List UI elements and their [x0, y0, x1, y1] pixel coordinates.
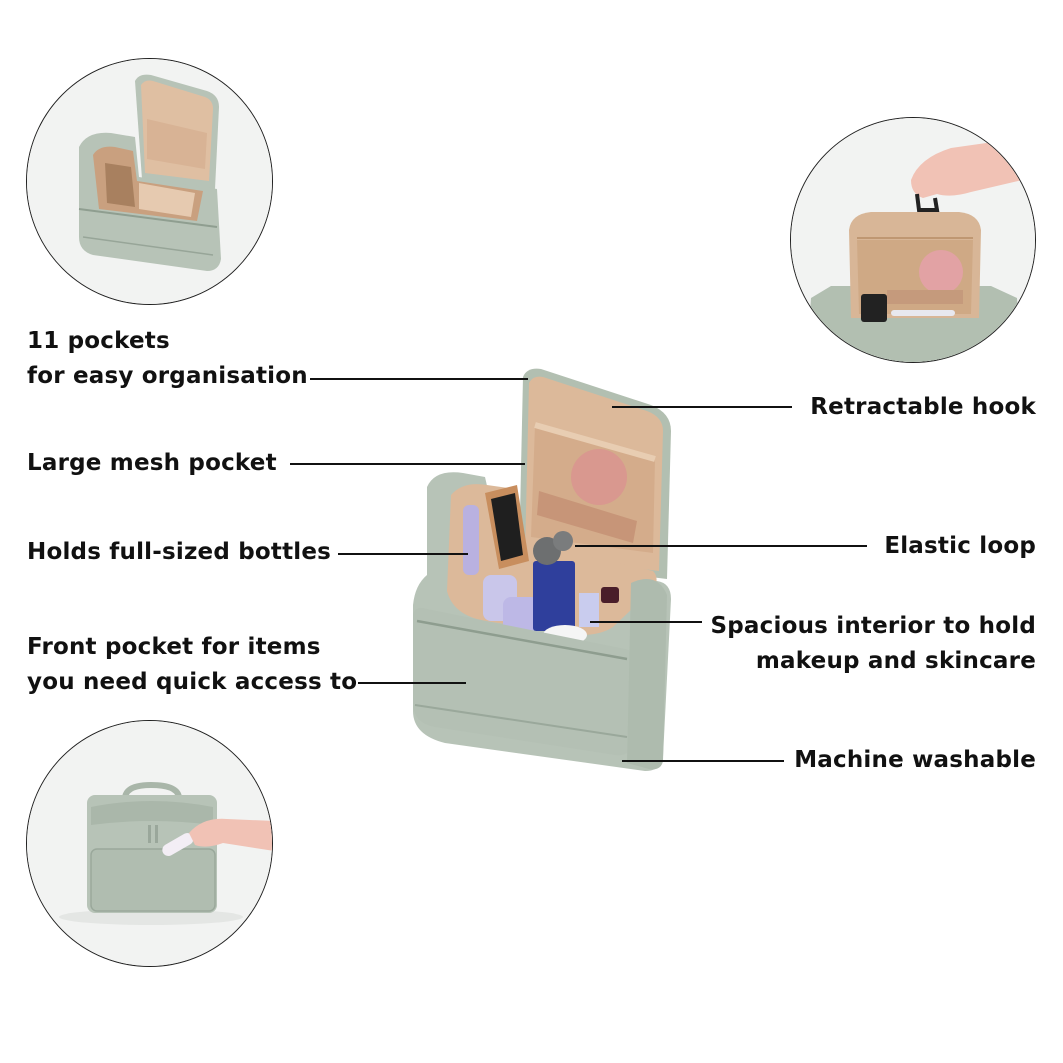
callout-pockets-line2: for easy organisation [27, 363, 308, 389]
callout-hook-text: Retractable hook [810, 394, 1036, 420]
callout-interior-line1: Spacious interior to hold [710, 613, 1036, 639]
leader-line-washable [622, 760, 784, 762]
callout-elastic-loop-text: Elastic loop [884, 533, 1036, 559]
callout-hook: Retractable hook [810, 390, 1036, 425]
leader-line-interior [590, 621, 702, 623]
hanging-hook-icon [791, 118, 1035, 362]
callout-washable-text: Machine washable [794, 747, 1036, 773]
leader-line-hook [612, 406, 792, 408]
toiletry-bag-icon [413, 368, 671, 771]
callout-front-pocket-line2: you need quick access to [27, 669, 358, 695]
detail-photo-hook [790, 117, 1036, 363]
leader-line-pockets [310, 378, 528, 380]
callout-elastic-loop: Elastic loop [884, 529, 1036, 564]
front-pocket-icon [27, 721, 272, 966]
callout-front-pocket: Front pocket for items you need quick ac… [27, 630, 357, 700]
callout-bottles: Holds full-sized bottles [27, 535, 331, 570]
callout-mesh-pocket-text: Large mesh pocket [27, 450, 277, 476]
callout-mesh-pocket: Large mesh pocket [27, 446, 277, 481]
leader-line-front-pocket [358, 682, 466, 684]
detail-photo-pockets [26, 58, 273, 305]
main-bag-photo [405, 365, 680, 780]
callout-washable: Machine washable [794, 743, 1036, 778]
callout-front-pocket-line1: Front pocket for items [27, 634, 321, 660]
callout-interior: Spacious interior to hold makeup and ski… [711, 609, 1037, 679]
callout-bottles-text: Holds full-sized bottles [27, 539, 332, 565]
detail-photo-front-pocket [26, 720, 273, 967]
leader-line-bottles [338, 553, 468, 555]
callout-interior-line2: makeup and skincare [755, 648, 1036, 674]
callout-pockets-line1: 11 pockets [27, 328, 170, 354]
open-bag-icon [27, 59, 272, 304]
leader-line-elastic-loop [575, 545, 867, 547]
leader-line-mesh-pocket [290, 463, 525, 465]
callout-pockets: 11 pockets for easy organisation [27, 324, 308, 394]
